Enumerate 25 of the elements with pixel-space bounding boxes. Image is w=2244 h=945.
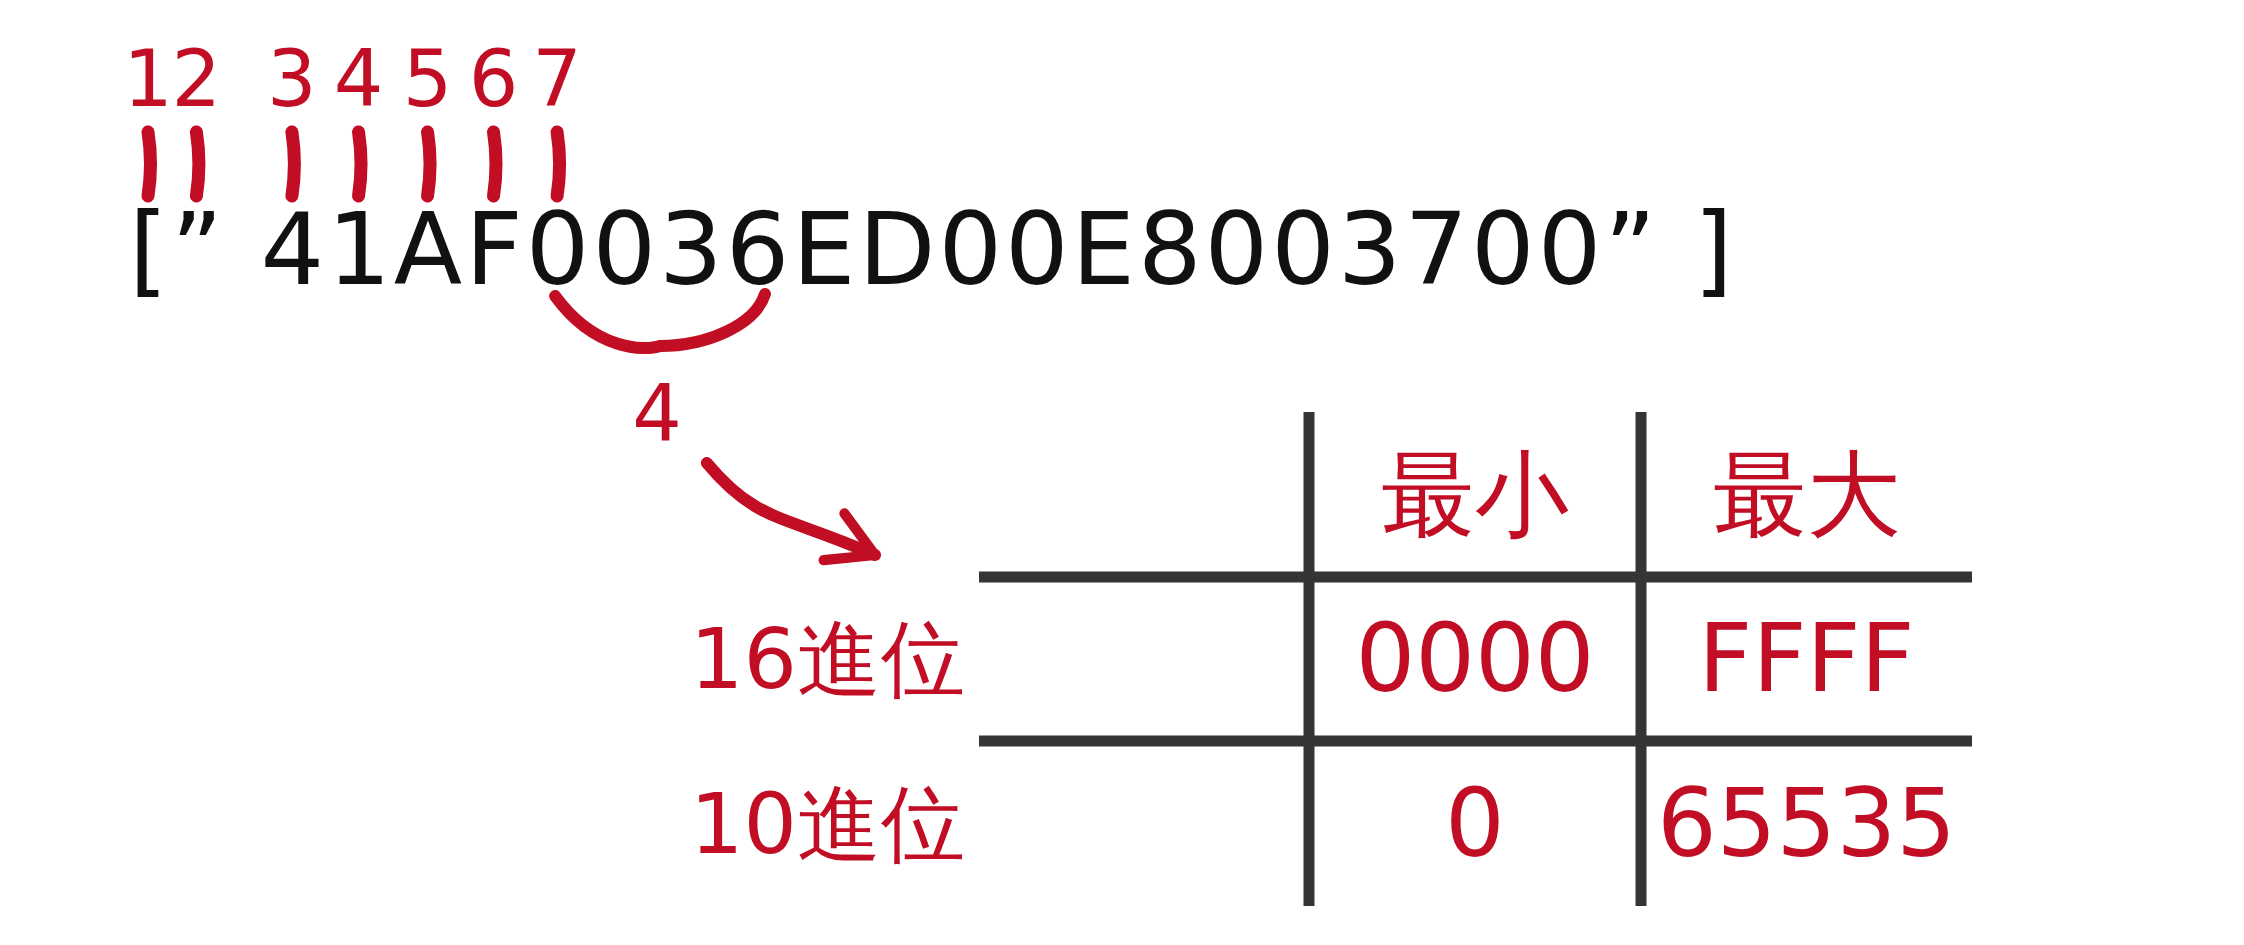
column-heading: 最小 — [1381, 447, 1569, 542]
leader-line — [421, 125, 437, 203]
leader-line — [550, 125, 567, 203]
row-heading: 10進位 — [690, 781, 965, 866]
leader-line — [141, 125, 157, 203]
value-text: 0 — [1445, 776, 1505, 871]
position-number: 5 — [402, 40, 453, 118]
value-text: 65535 — [1657, 776, 1956, 871]
position-number: 1 — [123, 40, 173, 118]
leader-line — [189, 125, 206, 203]
position-number: 4 — [333, 40, 384, 118]
leader-line — [487, 125, 503, 203]
leader-line — [285, 125, 301, 203]
position-number: 2 — [171, 40, 222, 118]
arrow — [700, 457, 881, 567]
value-text: FFFF — [1698, 612, 1915, 706]
leader-line — [352, 125, 368, 203]
value-text: 0000 — [1355, 612, 1595, 706]
position-number: 3 — [267, 40, 317, 118]
count-label: 4 — [632, 375, 682, 453]
column-heading: 最大 — [1712, 447, 1901, 542]
position-number: 6 — [468, 40, 519, 118]
row-heading: 16進位 — [690, 617, 965, 701]
position-number: 7 — [532, 40, 582, 118]
hex-string: [” 41AF0036ED00E8003700” ] — [129, 200, 1736, 300]
